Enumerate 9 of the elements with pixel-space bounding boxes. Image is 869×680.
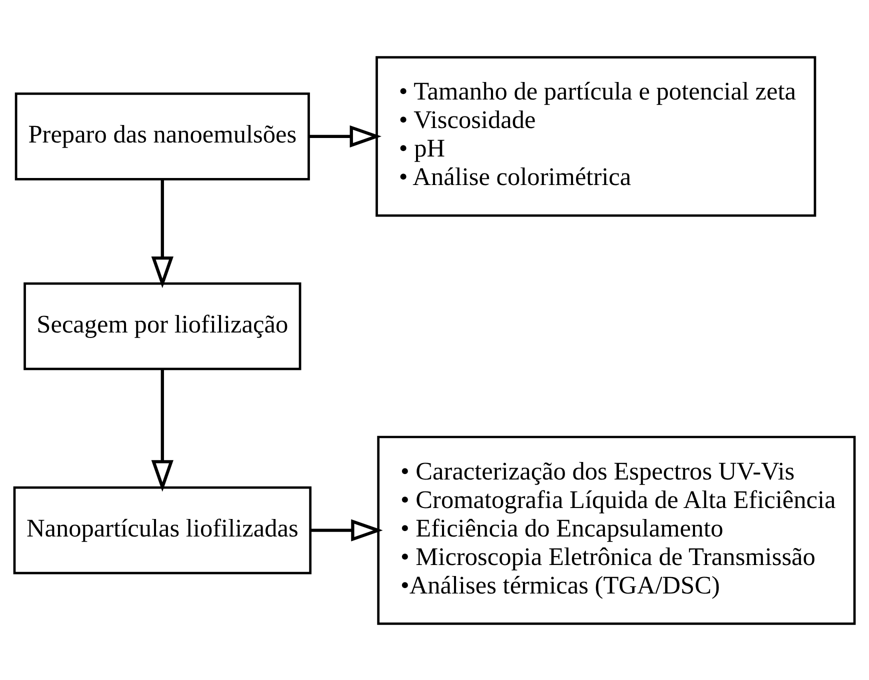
node-box: Secagem por liofilização [24,282,302,370]
arrow [308,124,382,148]
arrow [151,178,174,288]
node-box: Preparo das nanoemulsões [14,92,310,180]
arrow [151,368,174,492]
arrow [310,518,383,541]
node-box: Nanopartículas liofilizadas [13,486,312,574]
node-box: • Caracterização dos Espectros UV-Vis • Cromatografia Líquida de Alta Eficiência • Eficiência do Encapsulamento • Microscopia Eletrônica de Transmissão •Análises térmicas (TGA/DSC) [377,435,856,624]
node-box: • Tamanho de partícula e potencial zeta • Viscosidade • pH • Análise colorimétrica [376,56,816,216]
